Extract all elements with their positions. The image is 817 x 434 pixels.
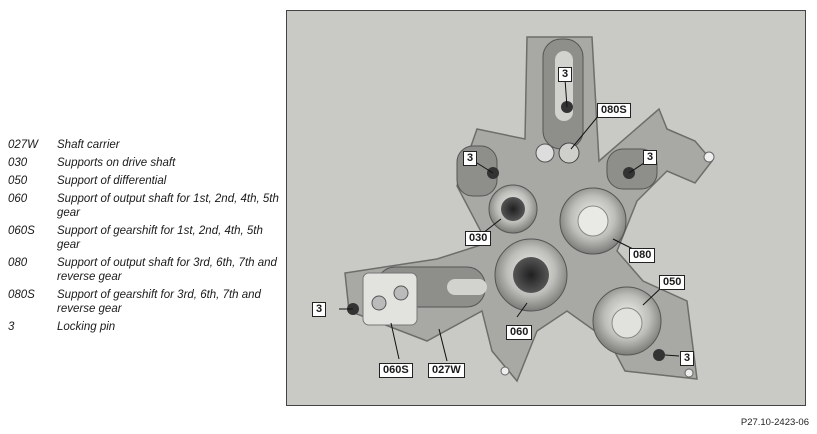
figure-code: P27.10-2423-06 — [740, 417, 809, 428]
legend-code: 060S — [8, 225, 35, 237]
callout-050: 050 — [659, 275, 686, 290]
callout-locking-pin: 3 — [463, 151, 478, 166]
callout-080S: 080S — [597, 103, 631, 118]
legend-desc: Shaft carrier — [57, 139, 120, 151]
gearshift-support-block — [362, 272, 418, 326]
legend-desc: Support of output shaft for 1st, 2nd, 4t… — [57, 193, 279, 219]
locking-pin — [653, 349, 665, 361]
legend-desc: Support of output shaft for 3rd, 6th, 7t… — [57, 257, 277, 283]
left-slot-inner — [447, 279, 487, 295]
legend-code: 050 — [8, 175, 28, 187]
support-080S-ring — [558, 142, 580, 164]
legend-desc: Support of gearshift for 1st, 2nd, 4th, … — [57, 225, 263, 251]
plate-hole — [500, 366, 510, 376]
legend-desc: Locking pin — [57, 321, 116, 333]
legend-item: 3 Locking pin — [8, 320, 280, 334]
callout-030: 030 — [465, 231, 492, 246]
block-hole — [393, 285, 409, 301]
legend-item: 080 Support of output shaft for 3rd, 6th… — [8, 256, 280, 284]
callout-060S: 060S — [379, 363, 413, 378]
bearing-050-face — [611, 307, 643, 339]
legend-code: 027W — [8, 139, 39, 151]
legend-item: 030 Supports on drive shaft — [8, 156, 280, 170]
callout-locking-pin: 3 — [558, 67, 573, 82]
callout-locking-pin: 3 — [312, 302, 327, 317]
plate-hole — [703, 151, 715, 163]
shaft-carrier-photo: 3 080S 3 3 030 080 050 3 060 3 060S 027W — [286, 10, 806, 406]
leader-lines — [339, 78, 680, 362]
legend-code: 3 — [8, 321, 15, 333]
legend-desc: Supports on drive shaft — [57, 157, 176, 169]
legend-item: 027W Shaft carrier — [8, 138, 280, 152]
callout-060: 060 — [506, 325, 533, 340]
legend-item: 050 Support of differential — [8, 174, 280, 188]
plate-hole — [684, 368, 694, 378]
legend-item: 060 Support of output shaft for 1st, 2nd… — [8, 192, 280, 220]
legend-code: 060 — [8, 193, 28, 205]
legend-list: 027W Shaft carrier 030 Supports on drive… — [8, 138, 280, 338]
callout-027W: 027W — [428, 363, 465, 378]
bearing-080-face — [577, 205, 609, 237]
legend-code: 080 — [8, 257, 28, 269]
legend-desc: Support of differential — [57, 175, 167, 187]
legend-desc: Support of gearshift for 3rd, 6th, 7th a… — [57, 289, 261, 315]
shaft-carrier-illustration — [339, 36, 715, 383]
legend-code: 030 — [8, 157, 28, 169]
support-080S-ring — [535, 143, 555, 163]
legend-item: 080S Support of gearshift for 3rd, 6th, … — [8, 288, 280, 316]
block-hole — [371, 295, 387, 311]
legend-code: 080S — [8, 289, 35, 301]
bearing-060-bore — [513, 257, 549, 293]
callout-locking-pin: 3 — [643, 150, 658, 165]
callout-080: 080 — [629, 248, 656, 263]
callout-locking-pin: 3 — [680, 351, 695, 366]
bearing-030-bore — [501, 197, 525, 221]
legend-item: 060S Support of gearshift for 1st, 2nd, … — [8, 224, 280, 252]
